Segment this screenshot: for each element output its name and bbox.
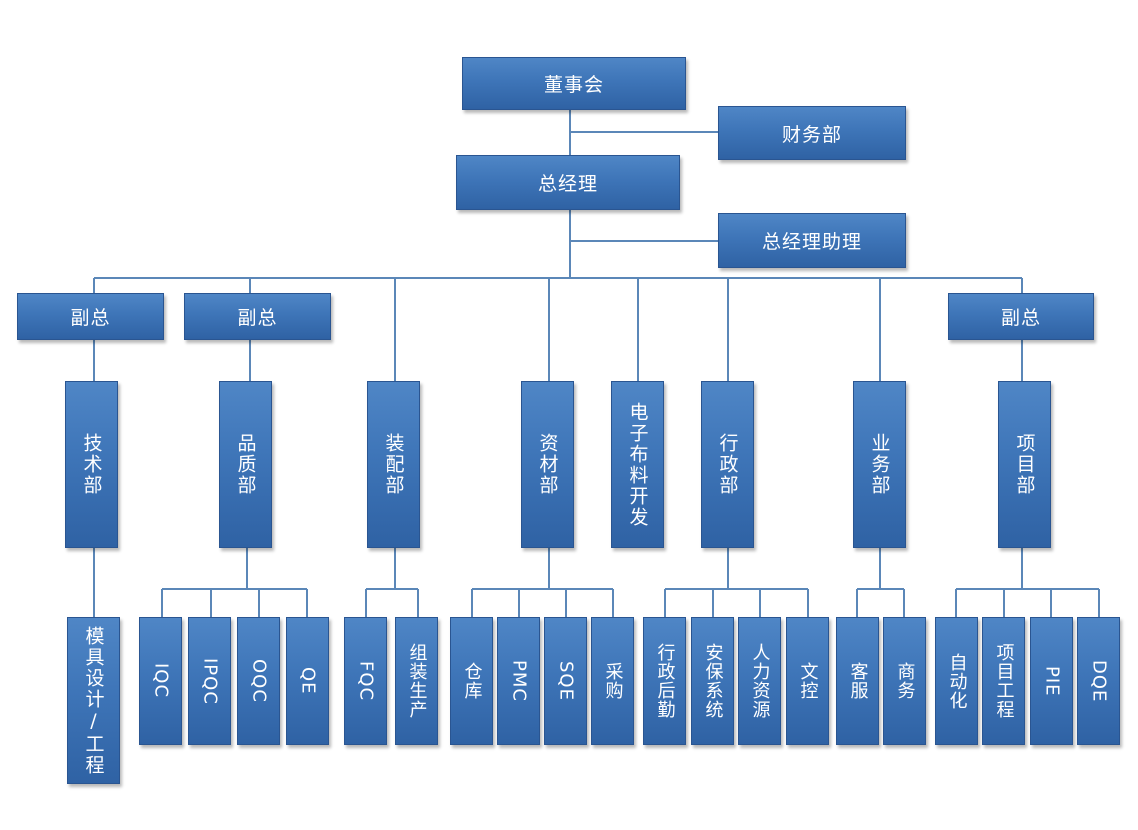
sub-unit-document-control: 文控 <box>786 617 829 745</box>
board-node: 董事会 <box>462 57 686 110</box>
sub-unit-pmc: PMC <box>497 617 540 745</box>
sub-unit-ipqc: IPQC <box>188 617 231 745</box>
dept-project: 项目部 <box>998 381 1051 548</box>
finance-node: 财务部 <box>718 106 906 160</box>
sub-unit-security-system: 安保系统 <box>691 617 734 745</box>
sub-unit-business: 商务 <box>883 617 926 745</box>
vp-node-left-2: 副总 <box>184 293 331 340</box>
sub-unit-qe: QE <box>286 617 329 745</box>
sub-unit-admin-logistics: 行政后勤 <box>643 617 686 745</box>
sub-unit-fqc: FQC <box>344 617 387 745</box>
dept-quality: 品质部 <box>219 381 272 548</box>
sub-unit-mold-design: 模具设计/工程 <box>67 617 120 784</box>
sub-unit-customer-service: 客服 <box>836 617 879 745</box>
sub-unit-human-resources: 人力资源 <box>738 617 781 745</box>
sub-unit-oqc: OQC <box>237 617 280 745</box>
dept-electronic-wiring: 电子布料开发 <box>611 381 664 548</box>
dept-assembly: 装配部 <box>367 381 420 548</box>
gm-assistant-node: 总经理助理 <box>718 213 906 268</box>
dept-materials: 资材部 <box>521 381 574 548</box>
sub-unit-project-engineering: 项目工程 <box>982 617 1025 745</box>
sub-unit-warehouse: 仓库 <box>450 617 493 745</box>
general-manager-node: 总经理 <box>456 155 680 210</box>
vp-node-left-1: 副总 <box>17 293 164 340</box>
sub-unit-automation: 自动化 <box>935 617 978 745</box>
dept-sales: 业务部 <box>853 381 906 548</box>
sub-unit-pie: PIE <box>1030 617 1073 745</box>
dept-admin: 行政部 <box>701 381 754 548</box>
sub-unit-sqe: SQE <box>544 617 587 745</box>
sub-unit-assembly-production: 组装生产 <box>395 617 438 745</box>
vp-node-right: 副总 <box>948 293 1094 340</box>
sub-unit-iqc: IQC <box>139 617 182 745</box>
dept-tech: 技术部 <box>65 381 118 548</box>
sub-unit-purchasing: 采购 <box>591 617 634 745</box>
sub-unit-dqe: DQE <box>1077 617 1120 745</box>
